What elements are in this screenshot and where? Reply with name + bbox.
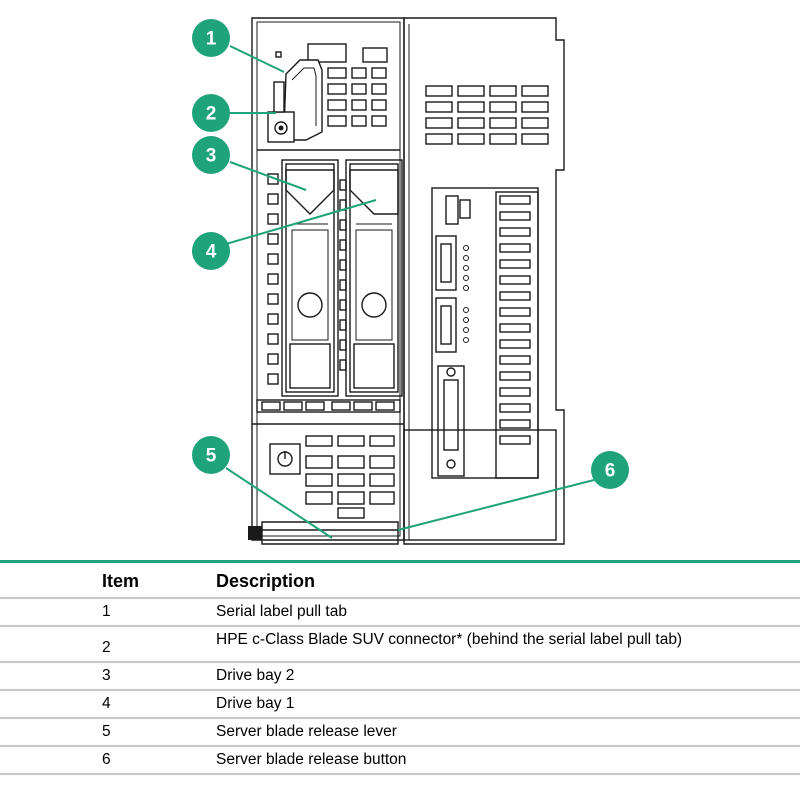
side-vent-grid: [425, 85, 549, 145]
svg-text:3: 3: [206, 146, 217, 167]
legend-table-container: Item Description 1 Serial label pull tab…: [0, 560, 800, 775]
expansion-card: [431, 187, 539, 479]
row-item: 5: [102, 723, 111, 740]
header-item: Item: [102, 571, 140, 591]
callout-6: 6: [591, 451, 629, 489]
release-lever: [248, 521, 399, 545]
row-item: 3: [102, 667, 111, 684]
drive-bay-1: [345, 159, 403, 397]
header-description: Description: [216, 571, 316, 591]
row-item: 2: [102, 639, 111, 656]
callout-5: 5: [192, 436, 230, 474]
callout-1: 1: [192, 19, 230, 57]
svg-text:4: 4: [206, 242, 217, 263]
legend-row: 3 Drive bay 2: [0, 662, 800, 690]
legend-row: 6 Server blade release button: [0, 746, 800, 774]
row-item: 6: [102, 751, 111, 768]
legend-header-row: Item Description: [0, 563, 800, 598]
top-vents: [327, 47, 388, 127]
legend-table: Item Description 1 Serial label pull tab…: [0, 563, 800, 775]
row-item: 1: [102, 603, 111, 620]
blade-front-left: [248, 17, 405, 545]
svg-text:1: 1: [206, 29, 217, 50]
legend-row: 1 Serial label pull tab: [0, 598, 800, 626]
row-description: Drive bay 2: [216, 667, 295, 684]
lower-panel: [269, 435, 395, 519]
row-description: Server blade release button: [216, 751, 407, 768]
legend-top-rule: [0, 560, 800, 563]
left-vent-column: [267, 173, 279, 385]
server-blade-diagram: 1 2 3 4 5 6: [192, 17, 629, 545]
drive-bay-2: [281, 159, 339, 397]
row-description: Serial label pull tab: [216, 603, 347, 620]
row-item: 4: [102, 695, 111, 712]
legend-row: 2 HPE c-Class Blade SUV connector* (behi…: [0, 626, 800, 662]
blade-side-right: [403, 17, 565, 545]
callout-2: 2: [192, 94, 230, 132]
row-description-text: HPE c-Class Blade SUV connector* (behind…: [216, 631, 683, 648]
row-description: HPE c-Class Blade SUV connector* (behind…: [216, 626, 800, 662]
svg-text:2: 2: [206, 104, 217, 125]
legend-row: 4 Drive bay 1: [0, 690, 800, 718]
drive-led-strip: [261, 401, 395, 411]
callout-4: 4: [192, 232, 230, 270]
svg-text:5: 5: [206, 446, 217, 467]
legend-row: 5 Server blade release lever: [0, 718, 800, 746]
row-description: Drive bay 1: [216, 695, 295, 712]
row-description: Server blade release lever: [216, 723, 397, 740]
callout-3: 3: [192, 136, 230, 174]
pin-dots: [463, 245, 469, 343]
svg-text:6: 6: [605, 461, 616, 482]
